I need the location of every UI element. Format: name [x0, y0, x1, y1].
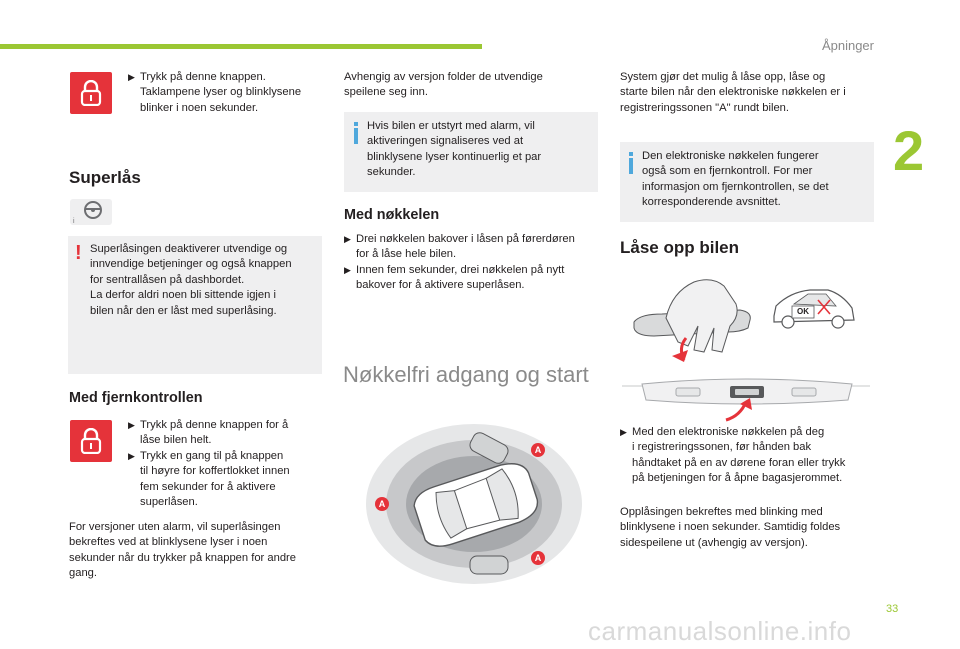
ok-label: OK: [797, 307, 809, 316]
unlock-confirmation: Opplåsingen bekreftes med blinking med b…: [620, 505, 880, 551]
keyless-intro: System gjør det mulig å låse opp, låse o…: [620, 70, 880, 116]
bullet-marker-icon: ▶: [128, 72, 135, 82]
zone-label: A: [378, 499, 386, 509]
zone-label: A: [534, 553, 542, 563]
text-line: Innen fem sekunder, drei nøkkelen på nyt…: [356, 263, 565, 276]
padlock-icon: [70, 420, 112, 462]
warning-icon: !: [75, 242, 82, 264]
bullet-marker-icon: ▶: [128, 420, 135, 430]
text-line: registreringssonen "A" rundt bilen.: [620, 101, 790, 114]
text-line: Med den elektroniske nøkkelen på deg: [632, 426, 825, 438]
text-line: blinker i noen sekunder.: [140, 101, 259, 114]
text-line: bilen når den er låst med superlåsing.: [90, 304, 277, 317]
chapter-number: 2: [893, 119, 925, 182]
alarm-note: For versjoner uten alarm, vil superlåsin…: [69, 520, 329, 582]
nokkelfri-heading: Nøkkelfri adgang og start: [343, 362, 589, 387]
text-line: bakover for å aktivere superlåsen.: [356, 279, 525, 292]
text-line: Trykk på denne knappen for å: [140, 419, 289, 431]
bullet-marker-icon: ▶: [128, 450, 135, 461]
tailgate-button-illustration: [622, 372, 870, 424]
bullet-item: ▶ Trykk på denne knappen for å låse bile…: [128, 418, 323, 449]
text-line: håndtaket på en av dørene foran eller tr…: [632, 456, 846, 469]
bullet-marker-icon: ▶: [620, 427, 627, 437]
text-line: for sentrallåsen på dashbordet.: [90, 273, 245, 286]
bullet-marker-icon: ▶: [344, 264, 351, 275]
text-line: i registreringssonen, før hånden bak: [632, 441, 812, 454]
padlock-icon: [70, 72, 112, 114]
text-line: Den elektroniske nøkkelen fungerer: [642, 150, 819, 162]
keyless-zone-illustration: A A A: [362, 420, 582, 585]
text-line: på betjeningen for å åpne bagasjerommet.: [632, 472, 843, 485]
remote-info-box: Den elektroniske nøkkelen fungerer også …: [620, 142, 874, 222]
key-fob-icon: [469, 432, 509, 464]
text-line: For versjoner uten alarm, vil superlåsin…: [69, 521, 281, 533]
svg-text:i: i: [73, 218, 75, 225]
text-line: aktiveringen signaliseres ved at: [367, 135, 524, 148]
text-line: Trykk en gang til på knappen: [140, 449, 284, 462]
unlock-instruction: ▶ Med den elektroniske nøkkelen på deg i…: [620, 425, 880, 487]
watermark: carmanualsonline.info: [588, 616, 852, 646]
text-line: innvendige betjeninger og også knappen: [90, 258, 292, 271]
mirrors-note: Avhengig av versjon folder de utvendige …: [344, 70, 594, 101]
text-line: også som en fjernkontroll. For mer: [642, 165, 813, 178]
text-line: superlåsen.: [140, 496, 198, 509]
page-number: 33: [886, 603, 899, 615]
bullet-item: ▶ Drei nøkkelen bakover i låsen på fører…: [344, 232, 599, 263]
text-line: Avhengig av versjon folder de utvendige: [344, 71, 543, 83]
text-line: Opplåsingen bekreftes med blinking med: [620, 506, 823, 518]
bullet-item: ▶ Trykk en gang til på knappen til høyre…: [128, 449, 323, 511]
info-icon: [629, 152, 633, 174]
text-line: korresponderende avsnittet.: [642, 196, 781, 209]
text-line: Taklampene lyser og blinklysene: [140, 86, 302, 99]
text-line: Trykk på denne knappen.: [140, 71, 266, 83]
text-line: fem sekunder for å aktivere: [140, 480, 276, 493]
zone-label: A: [534, 445, 542, 455]
text-line: blinklysene i noen sekunder. Samtidig fo…: [620, 521, 841, 534]
text-line: sidespeilene ut (avhengig av versjon).: [620, 536, 808, 549]
text-line: Drei nøkkelen bakover i låsen på førerdø…: [356, 233, 575, 245]
text-line: speilene seg inn.: [344, 86, 428, 99]
text-line: informasjon om fjernkontrollen, se det: [642, 180, 829, 193]
nokkel-heading: Med nøkkelen: [344, 207, 440, 223]
bullet-marker-icon: ▶: [344, 234, 351, 244]
text-line: låse bilen helt.: [140, 434, 212, 447]
text-line: for å låse hele bilen.: [356, 248, 457, 261]
lock-button-instruction: ▶ Trykk på denne knappen. Taklampene lys…: [128, 70, 328, 116]
key-instructions: ▶ Drei nøkkelen bakover i låsen på fører…: [344, 232, 599, 294]
superlas-heading: Superlås: [69, 168, 141, 187]
alarm-info-box: Hvis bilen er utstyrt med alarm, vil akt…: [344, 112, 598, 192]
text-line: bekreftes ved at blinklysene lyser i noe…: [69, 536, 268, 549]
remote-instructions: ▶ Trykk på denne knappen for å låse bile…: [128, 418, 323, 510]
section-title: Åpninger: [821, 38, 874, 53]
warning-box: ! Superlåsingen deaktiverer utvendige og…: [68, 236, 322, 374]
text-line: sekunder når du trykker på knappen for a…: [69, 551, 296, 564]
key-fob-icon: [469, 555, 509, 575]
bullet-item: ▶ Innen fem sekunder, drei nøkkelen på n…: [344, 263, 599, 294]
accent-bar: [0, 44, 482, 49]
text-line: blinklysene lyser kontinuerlig et par: [367, 150, 542, 163]
text-line: starte bilen når den elektroniske nøkkel…: [620, 86, 846, 99]
text-line: System gjør det mulig å låse opp, låse o…: [620, 71, 826, 83]
text-line: Superlåsingen deaktiverer utvendige og: [90, 243, 288, 255]
text-line: sekunder.: [367, 166, 416, 179]
text-line: La derfor aldri noen bli sittende igjen …: [90, 289, 276, 302]
text-line: til høyre for koffertlokket innen: [140, 465, 290, 478]
text-line: gang.: [69, 567, 97, 580]
fjernkontroll-heading: Med fjernkontrollen: [69, 390, 203, 406]
lase-opp-heading: Låse opp bilen: [620, 238, 740, 257]
door-handle-illustration: [632, 276, 754, 364]
info-icon: [354, 122, 358, 144]
car-unlock-ok-illustration: OK: [770, 286, 856, 332]
text-line: Hvis bilen er utstyrt med alarm, vil: [367, 120, 535, 132]
steering-wheel-icon: i: [70, 199, 112, 225]
